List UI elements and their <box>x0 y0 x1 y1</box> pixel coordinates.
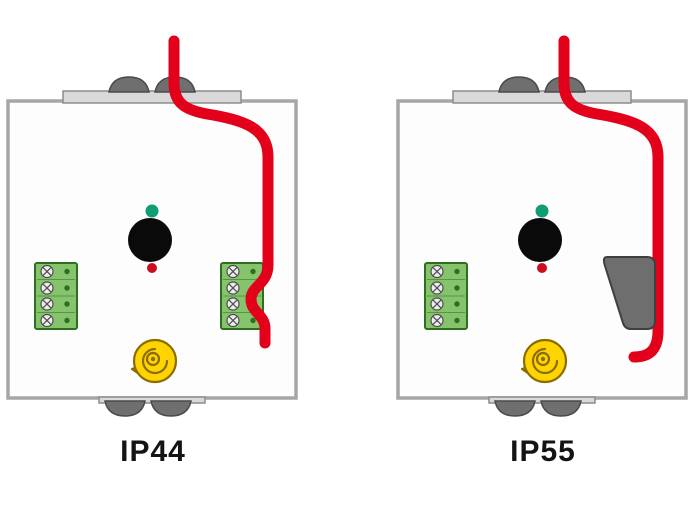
terminal-block-left <box>35 263 77 329</box>
green-indicator <box>535 204 549 218</box>
buzzer-coil <box>535 351 551 367</box>
buzzer-center <box>540 356 546 362</box>
cable-gland-top-left <box>498 76 540 93</box>
buzzer-center <box>150 356 156 362</box>
protective-cover <box>602 256 656 330</box>
figure-ip44: IP44 <box>3 35 303 469</box>
enclosure-diagram-ip44 <box>6 35 298 417</box>
buzzer-body <box>132 338 178 384</box>
cable-gland-top-left <box>108 76 150 93</box>
figure-label-ip44: IP44 <box>120 435 186 468</box>
figure-ip55: IP55 <box>393 35 693 469</box>
buzzer-icon <box>520 338 568 384</box>
red-indicator <box>537 263 547 273</box>
buzzer-coil <box>145 351 161 367</box>
buzzer-body <box>522 338 568 384</box>
terminal-block-left <box>425 263 467 329</box>
foot-left <box>104 400 146 417</box>
red-cable <box>168 35 274 349</box>
red-indicator <box>147 263 157 273</box>
buzzer-spiral <box>141 347 169 375</box>
control-knob <box>518 218 562 262</box>
top-mounting-plate <box>62 90 242 104</box>
top-mounting-plate <box>452 90 632 104</box>
enclosure-diagram-ip55 <box>396 35 688 417</box>
buzzer-spiral <box>531 347 559 375</box>
control-knob <box>128 218 172 262</box>
red-cable <box>558 35 664 363</box>
foot-left <box>494 400 536 417</box>
foot-right <box>540 400 582 417</box>
figure-label-ip55: IP55 <box>510 435 576 468</box>
foot-right <box>150 400 192 417</box>
buzzer-icon <box>130 338 178 384</box>
green-indicator <box>145 204 159 218</box>
